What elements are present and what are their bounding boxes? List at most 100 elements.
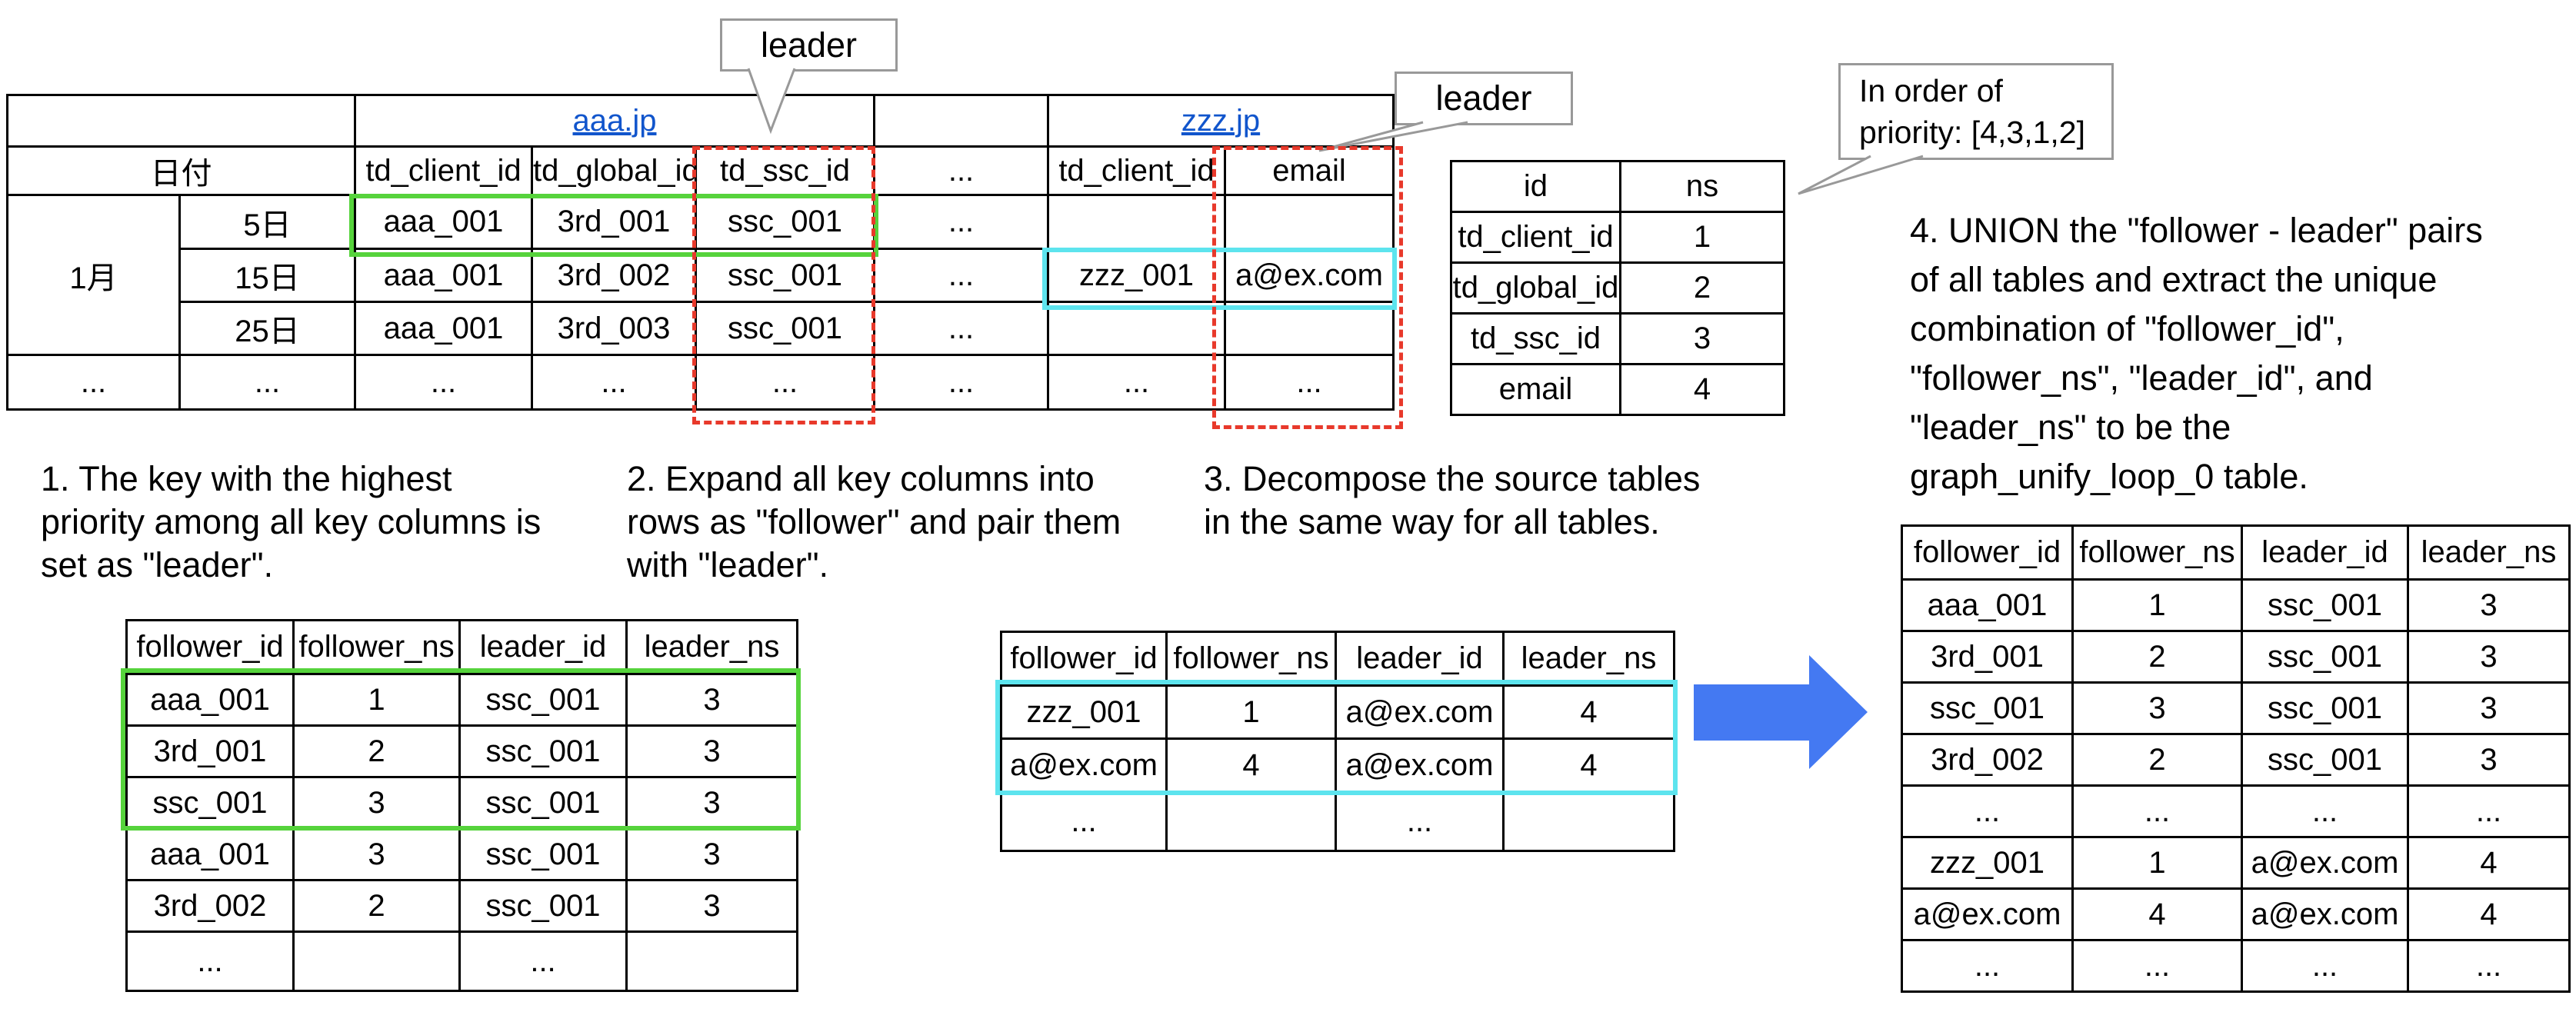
domain-link-zzz[interactable]: zzz.jp <box>1181 103 1261 138</box>
month-cell: 1月 <box>6 194 181 356</box>
table-cell: 4 <box>1502 684 1675 740</box>
table-cell: 3rd_001 <box>125 724 295 778</box>
table-cell: ssc_001 <box>695 194 875 250</box>
dots-cell: ... <box>531 354 697 411</box>
table-cell: aaa_001 <box>125 673 295 727</box>
table-cell: 3rd_001 <box>1901 630 2074 684</box>
pair-table-left-wrapper: follower_id follower_ns leader_id leader… <box>125 619 798 992</box>
table-cell: 3 <box>2407 578 2571 632</box>
table-cell: aaa_001 <box>354 194 533 250</box>
empty-cell <box>873 94 1049 148</box>
step3-text: 3. Decompose the source tables in the sa… <box>1204 459 1701 541</box>
pair-table-middle: follower_id follower_ns leader_id leader… <box>1000 631 1675 852</box>
table-cell: ssc_001 <box>1901 681 2074 735</box>
table-cell: 3 <box>2071 681 2243 735</box>
table-cell: a@ex.com <box>2241 836 2409 890</box>
table-cell: ssc_001 <box>458 673 628 727</box>
arrow-right-icon <box>1694 655 1868 769</box>
pair-table-middle-wrapper: follower_id follower_ns leader_id leader… <box>1000 631 1675 852</box>
step4-text: 4. UNION the "follower - leader" pairs o… <box>1910 211 2483 496</box>
corner-cell <box>6 94 356 148</box>
table-cell: aaa_001 <box>354 248 533 303</box>
table-cell: 4 <box>1165 737 1337 793</box>
dots-cell: ... <box>695 354 875 411</box>
table-cell: 4 <box>2407 836 2571 890</box>
dots-cell: ... <box>873 194 1049 250</box>
day-cell: 25日 <box>178 301 356 356</box>
table-cell: ssc_001 <box>2241 630 2409 684</box>
table-cell: 3rd_001 <box>531 194 697 250</box>
table-cell: 3 <box>292 827 461 881</box>
col-header: td_global_id <box>531 145 699 196</box>
table-cell <box>1224 194 1395 250</box>
dots-cell: ... <box>458 930 628 992</box>
table-cell: 1 <box>2071 578 2243 632</box>
table-cell: a@ex.com <box>1901 887 2074 941</box>
col-header: leader_id <box>1335 631 1505 687</box>
date-header-cell: 日付 <box>6 145 356 196</box>
table-cell: aaa_001 <box>354 301 533 356</box>
leader-callout-right-label: leader <box>1435 78 1532 118</box>
dots-cell: ... <box>2407 939 2571 993</box>
col-header: td_client_id <box>1047 145 1226 196</box>
table-cell: a@ex.com <box>2241 887 2409 941</box>
priority-table: id ns td_client_id 1 td_global_id 2 td_s… <box>1450 160 1785 416</box>
table-cell: 3 <box>625 879 798 933</box>
day-cell: 5日 <box>178 194 356 250</box>
result-table: follower_id follower_ns leader_id leader… <box>1901 524 2571 993</box>
col-header: leader_id <box>458 619 628 675</box>
dots-cell: ... <box>6 354 181 411</box>
table-cell: a@ex.com <box>1000 737 1168 793</box>
table-cell: 4 <box>1502 737 1675 793</box>
table-cell <box>1502 791 1675 852</box>
table-cell: 3 <box>625 827 798 881</box>
table-cell: 3 <box>625 724 798 778</box>
table-cell <box>1224 301 1395 356</box>
table-cell: ssc_001 <box>2241 578 2409 632</box>
dots-cell: ... <box>2241 939 2409 993</box>
table-cell: 3 <box>625 673 798 727</box>
source-table-wrapper: aaa.jp zzz.jp 日付 td_client_id td_global_… <box>6 94 1395 411</box>
table-cell: zzz_001 <box>1901 836 2074 890</box>
table-cell <box>1047 301 1226 356</box>
table-cell: 3rd_003 <box>531 301 697 356</box>
leader-callout-top: leader <box>720 18 898 72</box>
table-cell: td_client_id <box>1450 211 1621 264</box>
dots-cell: ... <box>873 301 1049 356</box>
col-header: email <box>1224 145 1395 196</box>
dots-cell: ... <box>2241 784 2409 838</box>
table-cell: ssc_001 <box>458 724 628 778</box>
table-cell: 3 <box>2407 630 2571 684</box>
dots-cell: ... <box>178 354 356 411</box>
table-cell: 1 <box>292 673 461 727</box>
table-cell: td_ssc_id <box>1450 312 1621 365</box>
table-cell: 3rd_002 <box>125 879 295 933</box>
table-cell: 2 <box>292 879 461 933</box>
col-header: follower_ns <box>292 619 461 675</box>
table-cell: a@ex.com <box>1335 684 1505 740</box>
leader-callout-top-label: leader <box>760 25 858 65</box>
table-cell: 4 <box>1619 363 1785 416</box>
table-cell: 3rd_002 <box>531 248 697 303</box>
table-cell: 2 <box>1619 261 1785 315</box>
result-table-wrapper: follower_id follower_ns leader_id leader… <box>1901 524 2571 993</box>
table-cell: aaa_001 <box>125 827 295 881</box>
table-cell: zzz_001 <box>1000 684 1168 740</box>
priority-callout-label: In order of priority: [4,3,1,2] <box>1859 73 2085 150</box>
table-cell: ssc_001 <box>458 776 628 830</box>
col-header: id <box>1450 160 1621 213</box>
dots-cell: ... <box>2071 939 2243 993</box>
dots-cell: ... <box>1901 939 2074 993</box>
table-cell: 1 <box>1619 211 1785 264</box>
col-header: follower_id <box>1901 524 2074 581</box>
domain-link-aaa[interactable]: aaa.jp <box>572 103 657 138</box>
col-header: follower_ns <box>1165 631 1337 687</box>
priority-table-wrapper: id ns td_client_id 1 td_global_id 2 td_s… <box>1450 160 1785 416</box>
table-cell: 3 <box>2407 681 2571 735</box>
dots-cell: ... <box>1047 354 1226 411</box>
dots-cell: ... <box>354 354 533 411</box>
col-header: follower_id <box>125 619 295 675</box>
col-header: follower_ns <box>2071 524 2243 581</box>
table-cell: ssc_001 <box>125 776 295 830</box>
dots-cell: ... <box>873 248 1049 303</box>
